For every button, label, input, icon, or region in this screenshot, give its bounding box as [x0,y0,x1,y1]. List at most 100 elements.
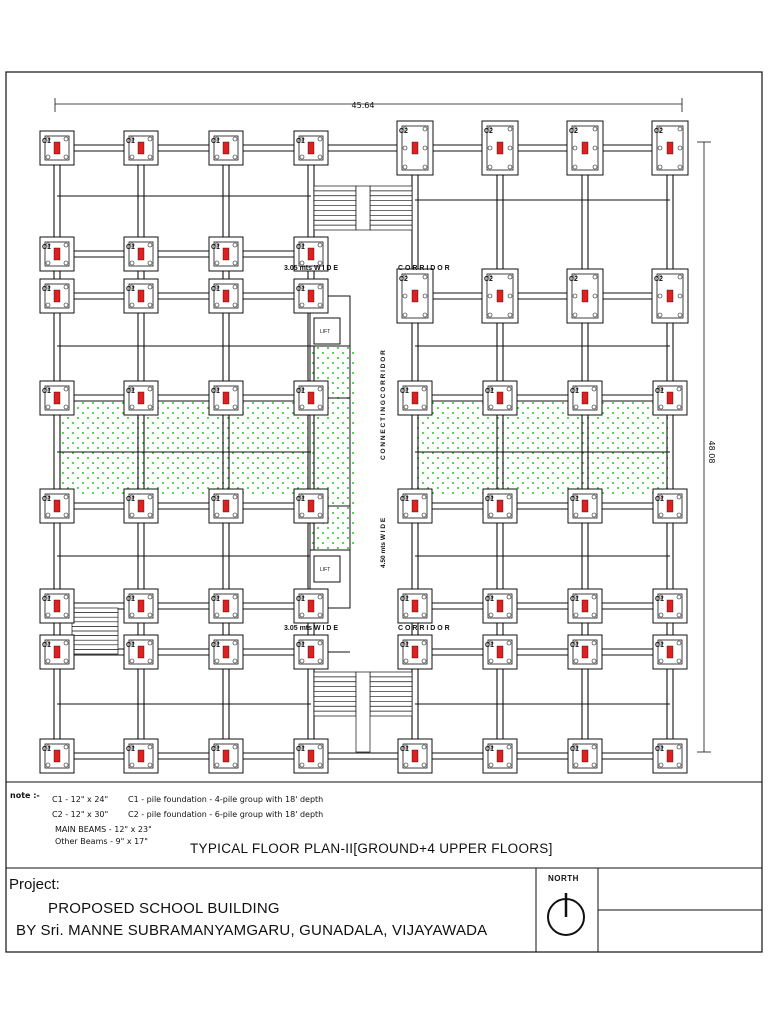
column-label: C2 [484,276,493,283]
pile-cap-inner [213,493,239,519]
column-section [307,645,315,659]
pile [487,312,493,318]
pile-cap-inner [298,385,324,411]
corridor-label-bottom-left: 3.05 mts W I D E [284,625,338,632]
column-section [666,749,674,763]
pile [299,386,305,392]
pile [45,594,51,600]
pile [317,762,323,768]
pile [487,145,493,151]
column-c1: C1 [567,738,603,774]
note-c2-size: C2 - 12" x 30" [52,810,109,819]
column-c1: C1 [39,278,75,314]
pile-cap-inner [402,743,428,769]
pile [129,154,135,160]
pile-cap [482,634,518,670]
pile [63,658,69,664]
column-c1: C1 [482,488,518,524]
column-section [53,645,61,659]
column-c1: C1 [482,380,518,416]
column-section [581,645,589,659]
column-section [496,289,504,303]
pile [657,274,663,280]
pile [657,293,663,299]
column-label: C1 [400,388,409,395]
pile-cap-inner [213,639,239,665]
pile [129,594,135,600]
column-section [307,599,315,613]
pile [232,658,238,664]
pile [63,640,69,646]
column-c1: C1 [482,738,518,774]
pile [658,658,664,664]
column-section [53,289,61,303]
pile [677,274,683,280]
pile [63,154,69,160]
column-label: C1 [42,388,51,395]
column-c1: C1 [482,634,518,670]
column-section [222,289,230,303]
pile [506,744,512,750]
pile [129,386,135,392]
pile [657,164,663,170]
pile [658,594,664,600]
pile [677,293,683,299]
column-section [666,499,674,513]
pile-cap-inner [656,125,684,171]
pile [147,512,153,518]
column-label: C1 [296,496,305,503]
pile [214,242,220,248]
pile-cap-inner [44,593,70,619]
column-c1: C1 [567,634,603,670]
column-section [222,645,230,659]
pile [129,242,135,248]
pile [45,744,51,750]
column-c1: C1 [123,380,159,416]
pile [147,594,153,600]
column-label: C1 [485,642,494,649]
pile [506,762,512,768]
pile [657,145,663,151]
pile [63,512,69,518]
column-label: C1 [211,138,220,145]
column-c1: C1 [123,634,159,670]
column-label: C2 [654,276,663,283]
pile [45,154,51,160]
pile [232,640,238,646]
column-label: C1 [42,642,51,649]
pile [506,640,512,646]
pile [506,494,512,500]
pile [488,612,494,618]
pile [232,260,238,266]
column-label: C1 [42,496,51,503]
pile [507,274,513,280]
column-c1: C1 [567,588,603,624]
pile [232,512,238,518]
pile [45,612,51,618]
pile [573,658,579,664]
pile [677,312,683,318]
pile [45,494,51,500]
pile-cap [567,738,603,774]
pile [214,154,220,160]
pile [573,594,579,600]
pile [147,260,153,266]
pile [488,494,494,500]
column-label: C1 [42,746,51,753]
pile [591,386,597,392]
column-label: C1 [296,286,305,293]
pile [421,640,427,646]
column-c1: C1 [397,634,433,670]
pile [592,164,598,170]
column-section [411,289,419,303]
column-label: C1 [211,496,220,503]
pile [63,136,69,142]
pile [573,512,579,518]
pile [317,512,323,518]
column-c2: C2 [481,120,519,176]
pile [317,744,323,750]
pile [403,494,409,500]
column-label: C1 [126,388,135,395]
pile [129,744,135,750]
pile-cap-inner [44,385,70,411]
